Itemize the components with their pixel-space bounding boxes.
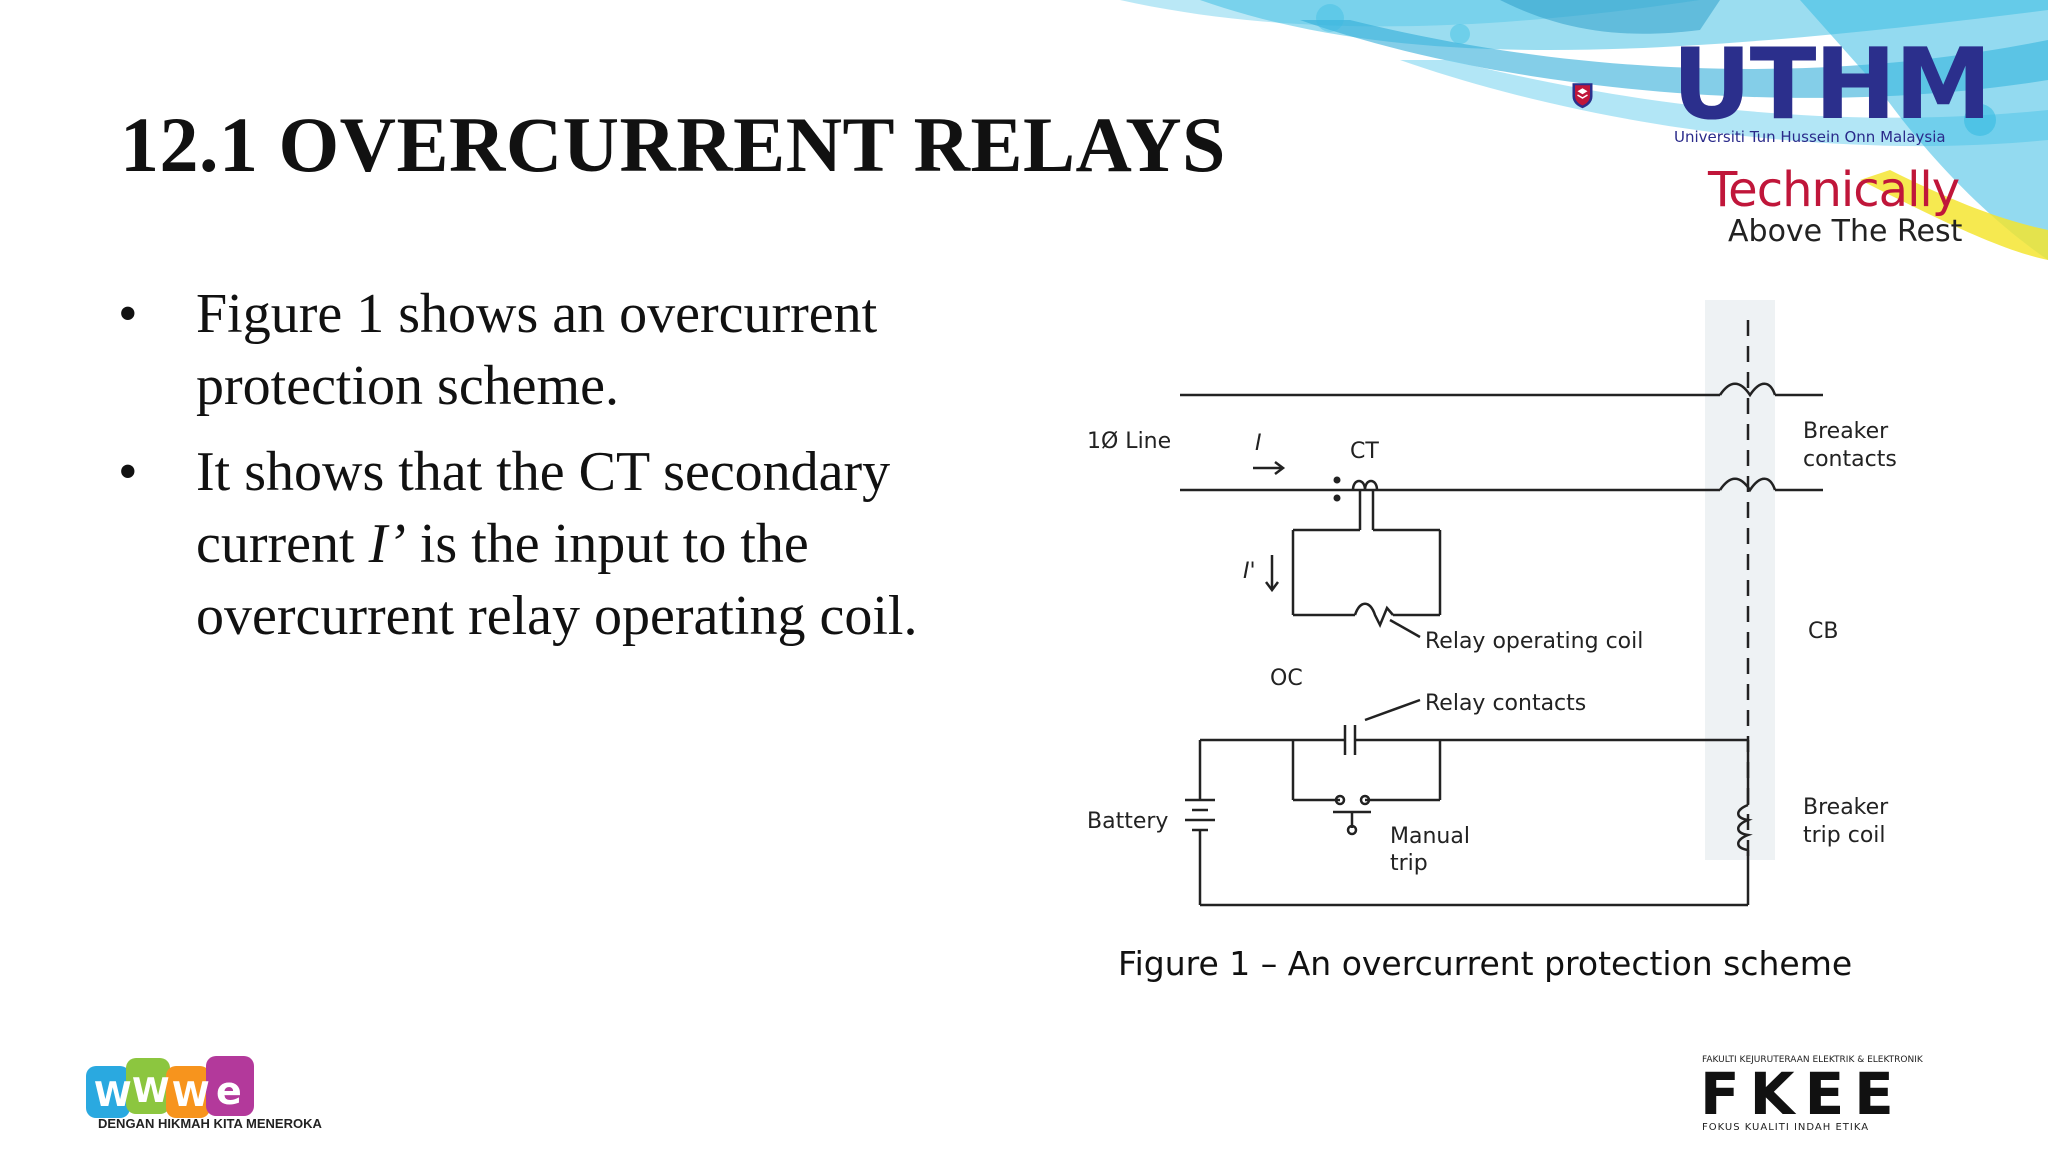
- www-motto: DENGAN HIKMAH KITA MENEROKA: [98, 1116, 322, 1131]
- label-breaker-2: Breaker: [1803, 795, 1889, 820]
- label-contacts: contacts: [1803, 447, 1897, 472]
- label-relay-coil: Relay operating coil: [1425, 629, 1643, 654]
- figure-caption: Figure 1 – An overcurrent protection sch…: [1118, 944, 1853, 983]
- label-manual: Manual: [1390, 824, 1470, 849]
- label-breaker: Breaker: [1803, 419, 1889, 444]
- bullet-text-end: is the input to the overcurrent relay op…: [196, 513, 918, 647]
- uthm-wordmark: UTHM: [1672, 28, 1992, 142]
- svg-text:W: W: [172, 1075, 210, 1115]
- tagline-above-the-rest: Above The Rest: [1728, 214, 1963, 249]
- tagline-technically: Technically: [1708, 162, 1960, 218]
- fkee-wordmark: FKEE: [1700, 1060, 1904, 1128]
- slide-title: 12.1 OVERCURRENT RELAYS: [120, 101, 1226, 188]
- label-current: I: [1255, 431, 1262, 456]
- bullet-item: • Figure 1 shows an overcurrent protecti…: [118, 278, 998, 422]
- svg-text:e: e: [216, 1069, 242, 1113]
- label-relay-contacts: Relay contacts: [1425, 691, 1586, 716]
- label-secondary-current: I': [1243, 559, 1256, 584]
- bullet-item: • It shows that the CT secondary current…: [118, 436, 998, 652]
- wwwe-logo-icon: W W W e: [86, 1056, 254, 1118]
- overcurrent-circuit-diagram: 1Ø Line I CT I' Relay operating coil OC …: [1087, 300, 1897, 907]
- fkee-top-text: FAKULTI KEJURUTERAAN ELEKTRIK & ELEKTRON…: [1702, 1055, 1924, 1065]
- bullet-marker: •: [118, 283, 138, 345]
- label-oc: OC: [1270, 666, 1303, 691]
- fkee-bottom-text: FOKUS KUALITI INDAH ETIKA: [1702, 1122, 1869, 1132]
- label-line: 1Ø Line: [1087, 429, 1171, 454]
- label-trip: trip: [1390, 851, 1428, 876]
- svg-text:W: W: [132, 1071, 170, 1111]
- bullet-marker: •: [118, 441, 138, 503]
- fkee-logo-icon: FAKULTI KEJURUTERAAN ELEKTRIK & ELEKTRON…: [1700, 1055, 1924, 1132]
- bullet-text: Figure 1 shows an overcurrent protection…: [196, 283, 878, 417]
- bullet-list: • Figure 1 shows an overcurrent protecti…: [118, 278, 998, 666]
- svg-text:W: W: [94, 1075, 132, 1115]
- bullet-text: It shows that the CT secondary current: [196, 441, 891, 575]
- label-trip-coil: trip coil: [1803, 823, 1886, 848]
- uthm-subtitle: Universiti Tun Hussein Onn Malaysia: [1674, 128, 1946, 146]
- uthm-crest-icon: [1572, 83, 1593, 109]
- bullet-italic-current: I’: [368, 513, 406, 575]
- label-ct: CT: [1350, 439, 1379, 464]
- label-battery: Battery: [1087, 809, 1168, 834]
- label-cb: CB: [1808, 619, 1838, 644]
